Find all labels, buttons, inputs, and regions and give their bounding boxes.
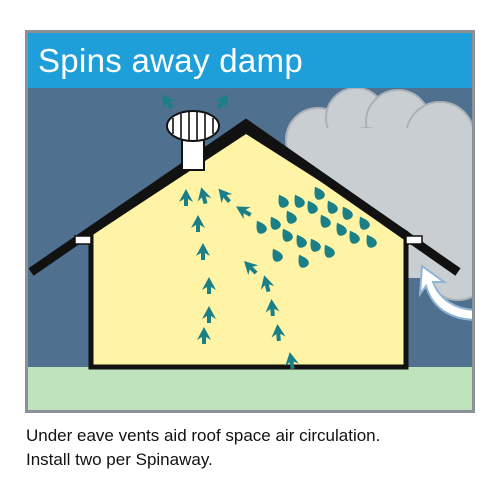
airflow-arrow-icon [285,352,299,370]
damp-droplet-icon [320,214,331,228]
roof-turbine-vent-icon [166,110,220,171]
airflow-arrow-icon [197,187,212,205]
damp-droplet-icon [366,234,377,248]
damp-droplet-icon [278,194,289,208]
damp-droplet-icon [282,228,293,242]
under-eave-vent-icon [405,235,423,245]
damp-droplet-icon [324,244,335,258]
damp-droplet-icon [298,254,309,268]
airflow-arrow-icon [260,275,275,293]
airflow-arrow-icon [197,327,211,344]
damp-droplet-icon [307,200,318,214]
airflow-arrow-icon [179,189,193,206]
airflow-arrow-icon [196,243,210,260]
damp-droplet-icon [342,206,353,220]
airflow-arrow-icon [218,188,233,204]
airflow-arrow-icon [235,206,252,220]
damp-droplets [256,186,377,268]
airflow-arrows [161,94,299,370]
damp-droplet-icon [336,222,347,236]
damp-droplet-icon [359,216,370,230]
airflow-arrow-icon [202,277,216,294]
caption: Under eave vents aid roof space air circ… [26,424,486,472]
roof [28,118,461,276]
under-eave-vent-icon [74,235,92,245]
title-banner: Spins away damp [28,33,472,88]
house-body [88,128,409,370]
airflow-arrow-icon [271,324,286,342]
caption-line-2: Install two per Spinaway. [26,450,213,469]
ventilation-scene [28,88,472,410]
damp-droplet-icon [310,238,321,252]
damp-droplet-icon [327,200,338,214]
damp-droplet-icon [256,220,267,234]
damp-droplet-icon [272,248,283,262]
title-text: Spins away damp [38,42,303,79]
illustration-frame: Spins away damp [25,30,475,413]
airflow-arrow-icon [214,94,229,110]
damp-droplet-icon [314,186,325,200]
airflow-arrow-icon [191,215,205,232]
damp-droplet-icon [294,194,305,208]
damp-droplet-icon [286,210,297,224]
airflow-arrow-icon [265,299,280,317]
airflow-arrow-icon [202,306,216,323]
damp-droplet-icon [270,216,281,230]
damp-droplet-icon [349,230,360,244]
ground [28,367,472,410]
airflow-arrow-icon [244,261,259,276]
airflow-arrow-icon [161,94,176,110]
inflow-arrow-icon [418,264,472,321]
damp-droplet-icon [296,234,307,248]
caption-line-1: Under eave vents aid roof space air circ… [26,426,381,445]
